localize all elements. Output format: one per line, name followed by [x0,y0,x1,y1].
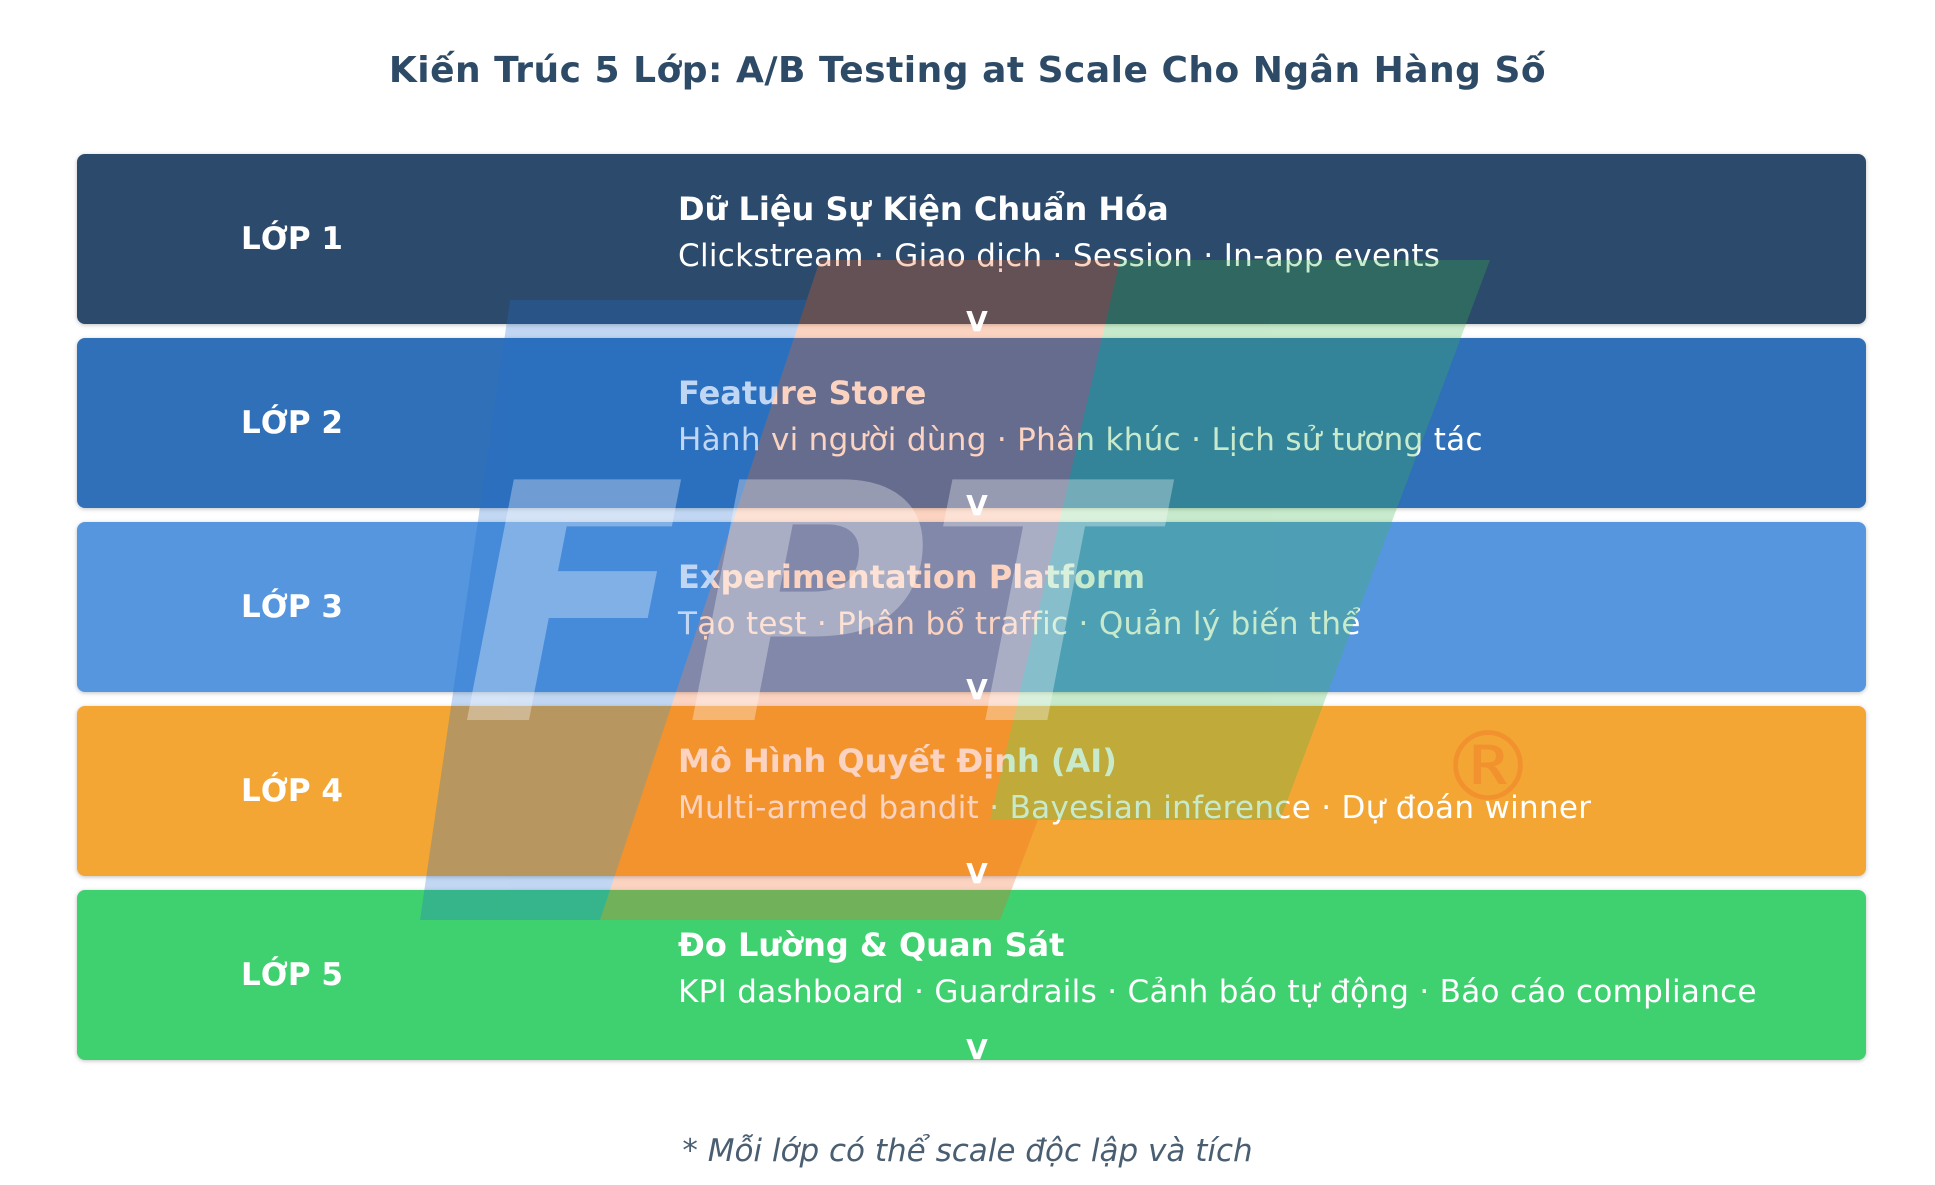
layer-2-heading: Feature Store [678,374,927,412]
arrow-3-to-4: V [966,673,988,706]
layer-1-label: LỚP 1 [241,221,343,257]
layer-5-label: LỚP 5 [241,957,343,993]
layer-4-label: LỚP 4 [241,773,343,809]
layer-4-heading: Mô Hình Quyết Định (AI) [678,742,1117,780]
layer-3-heading: Experimentation Platform [678,558,1146,596]
layer-2-box: LỚP 2 Feature Store Hành vi người dùng ·… [77,338,1866,508]
layer-2-label: LỚP 2 [241,405,343,441]
diagram-title: Kiến Trúc 5 Lớp: A/B Testing at Scale Ch… [388,50,1547,91]
layer-4-description: Multi-armed bandit · Bayesian inference … [678,790,1592,826]
layer-5-description: KPI dashboard · Guardrails · Cảnh báo tự… [678,974,1757,1010]
layer-5-heading: Đo Lường & Quan Sát [678,926,1065,964]
arrow-2-to-3: V [966,489,988,522]
layer-1-box: LỚP 1 Dữ Liệu Sự Kiện Chuẩn Hóa Clickstr… [77,154,1866,324]
layer-3-label: LỚP 3 [241,589,343,625]
arrow-1-to-2: V [966,305,988,338]
arrow-4-to-5: V [966,857,988,890]
layer-4-box: LỚP 4 Mô Hình Quyết Định (AI) Multi-arme… [77,706,1866,876]
layer-5-box: LỚP 5 Đo Lường & Quan Sát KPI dashboard … [77,890,1866,1060]
layer-3-box: LỚP 3 Experimentation Platform Tạo test … [77,522,1866,692]
layer-1-heading: Dữ Liệu Sự Kiện Chuẩn Hóa [678,190,1169,228]
footnote: * Mỗi lớp có thể scale độc lập và tích [682,1133,1253,1169]
layer-2-description: Hành vi người dùng · Phân khúc · Lịch sử… [678,422,1483,458]
layer-3-description: Tạo test · Phân bổ traffic · Quản lý biế… [678,606,1361,642]
arrow-after-5: V [966,1033,988,1066]
layer-1-description: Clickstream · Giao dịch · Session · In-a… [678,238,1441,274]
